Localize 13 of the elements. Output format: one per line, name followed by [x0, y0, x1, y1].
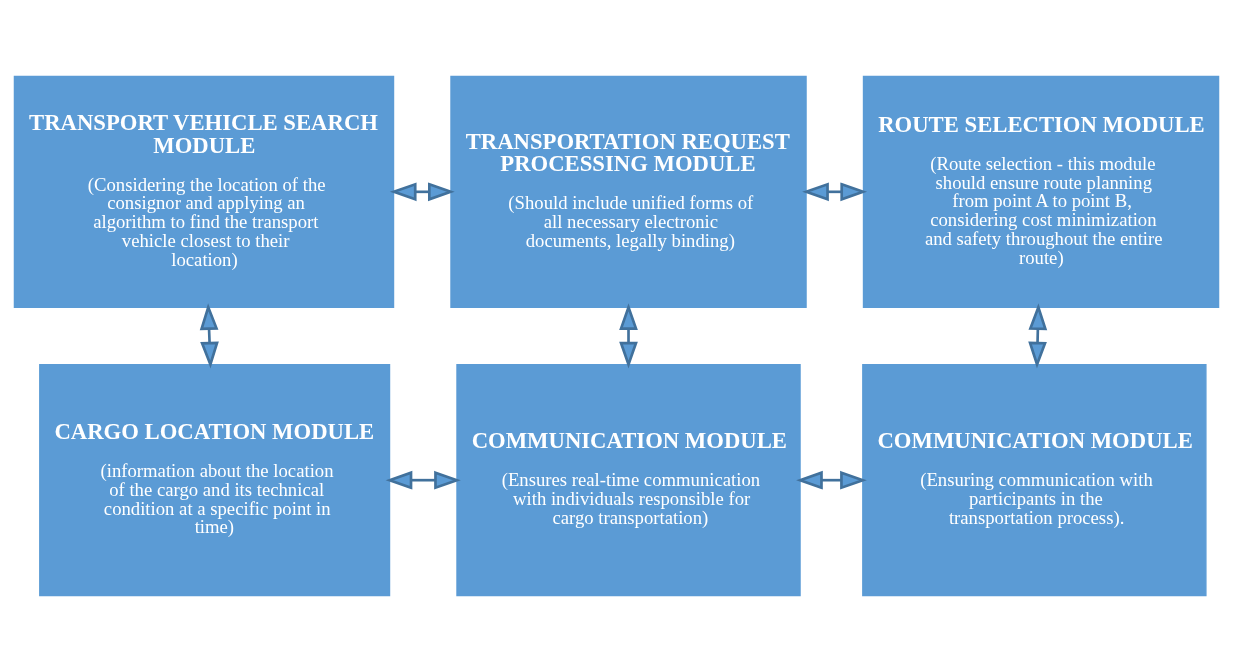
arrow [802, 181, 868, 201]
arrow [1028, 302, 1048, 368]
arrow [619, 302, 638, 368]
arrow [385, 470, 461, 490]
arrow [796, 470, 867, 490]
node-box: TRANSPORT VEHICLE SEARCH MODULE (Considering the location of the consignor and applying an algorithm to find the transport vehicle closest to their location) [13, 75, 395, 308]
node-box: COMMUNICATION MODULE (Ensures real-time communication with individuals responsible for cargo transportation) [456, 363, 801, 596]
node-box: TRANSPORTATION REQUEST PROCESSING MODULE (Should include unified forms of all necessary electronic documents, legally binding) [450, 75, 807, 308]
node-box: CARGO LOCATION MODULE (information about the location of the cargo and its technical condition at a specific point in time) [39, 363, 391, 596]
node-box: ROUTE SELECTION MODULE (Route selection - this module should ensure route planning from point A to point B, considering cost minimization and safety throughout the entire route) [862, 75, 1220, 308]
arrow [199, 302, 219, 368]
node-box: COMMUNICATION MODULE (Ensuring communication with participants in the transportation process). [862, 363, 1207, 596]
arrow [389, 181, 455, 201]
